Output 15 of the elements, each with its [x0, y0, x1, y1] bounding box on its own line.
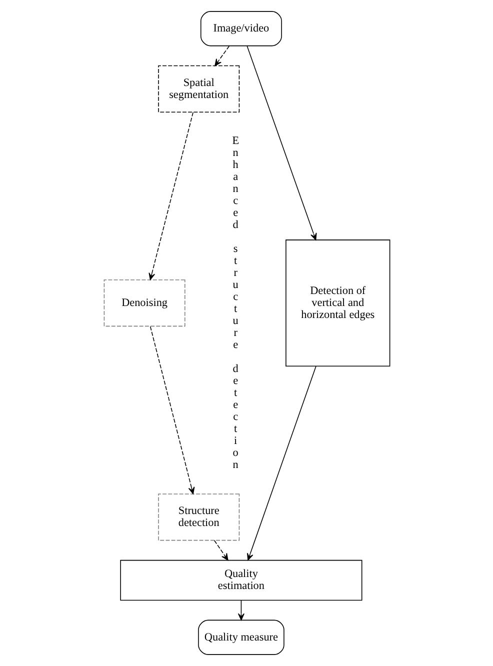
node-box: Structure detection — [158, 494, 240, 541]
arrow — [214, 46, 230, 66]
arrow — [246, 366, 316, 560]
arrow — [149, 326, 194, 494]
arrow — [213, 540, 228, 561]
node-box: Detection of vertical and horizontal edges — [285, 240, 390, 367]
node-box: Quality estimation — [120, 560, 362, 601]
arrow — [246, 45, 316, 240]
node-box: Quality measure — [198, 620, 284, 655]
arrow — [148, 112, 193, 280]
node-box: Denoising — [103, 279, 185, 327]
node-box: Image/video — [200, 11, 282, 46]
label: Enhanced structure detection — [232, 135, 239, 471]
node-box: Spatial segmentation — [158, 65, 240, 112]
arrow — [237, 600, 244, 620]
